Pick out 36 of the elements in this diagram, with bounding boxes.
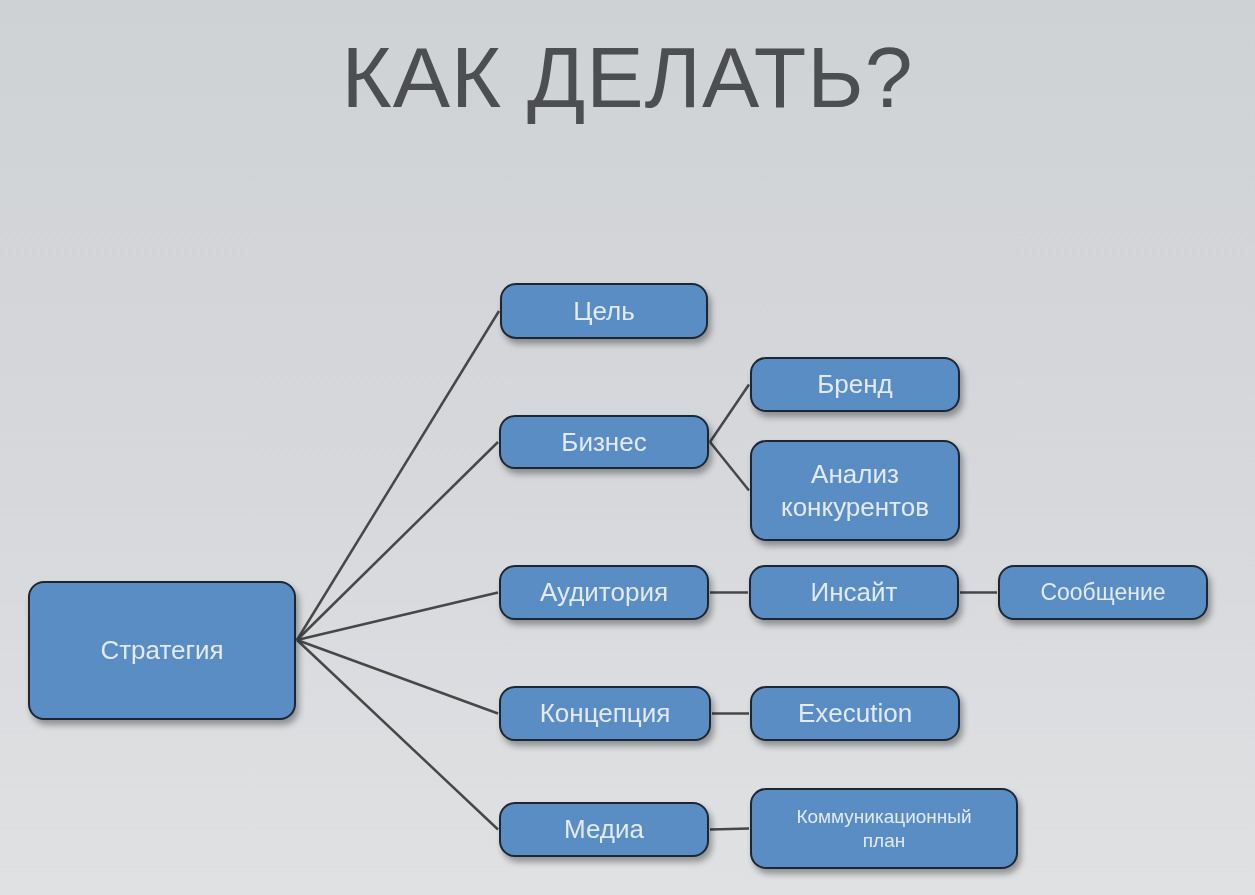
- title: КАК ДЕЛАТЬ?: [341, 30, 914, 125]
- connector-line: [960, 591, 997, 594]
- box-label: Коммуникационный план: [795, 804, 973, 853]
- process-box: [499, 565, 709, 620]
- process-box: [499, 802, 709, 857]
- connector-line: [709, 827, 750, 831]
- box-label: Execution: [797, 697, 913, 730]
- process-box: [499, 686, 711, 741]
- box-label: Цель: [573, 294, 635, 328]
- box-label: Бренд: [817, 368, 893, 401]
- connector-line: [296, 441, 499, 641]
- process-box: [750, 788, 1018, 869]
- box-label: Бизнес: [561, 425, 647, 459]
- connector-line: [296, 591, 499, 642]
- root-box: [28, 581, 296, 720]
- process-box: [750, 440, 960, 541]
- connector-line: [296, 639, 499, 831]
- process-box: [998, 565, 1208, 620]
- box-label: Сообщение: [1040, 578, 1166, 607]
- process-box: [750, 686, 960, 741]
- connector-line: [708, 383, 751, 443]
- process-box: [499, 415, 709, 469]
- connector-line: [710, 591, 748, 594]
- connector-line: [709, 441, 750, 492]
- box-label: Анализ конкурентов: [780, 458, 930, 523]
- process-box: [750, 357, 960, 412]
- process-box: [749, 565, 959, 620]
- connector-line: [712, 712, 749, 715]
- process-box: [500, 283, 708, 339]
- box-label: Стратегия: [100, 634, 224, 667]
- connector-line: [295, 310, 501, 641]
- box-label: Медиа: [564, 813, 644, 846]
- box-label: Концепция: [539, 697, 671, 730]
- connector-line: [296, 638, 499, 715]
- box-label: Инсайт: [810, 576, 898, 609]
- box-label: Аудитория: [540, 576, 668, 609]
